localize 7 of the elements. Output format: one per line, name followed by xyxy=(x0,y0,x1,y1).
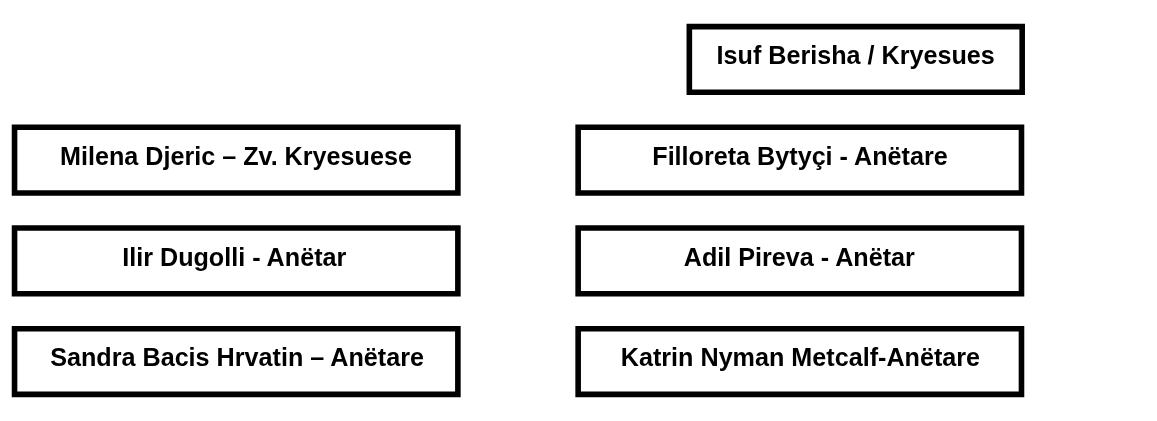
node-box: Sandra Bacis Hrvatin – Anëtare xyxy=(11,325,461,398)
node-box: Isuf Berisha / Kryesues xyxy=(686,23,1025,96)
node-box: Adil Pireva - Anëtar xyxy=(575,225,1025,297)
node-box: Milena Djeric – Zv. Kryesuese xyxy=(11,124,461,196)
node-box: Katrin Nyman Metcalf-Anëtare xyxy=(575,325,1025,398)
node-box: Ilir Dugolli - Anëtar xyxy=(11,225,461,297)
node-box: Filloreta Bytyçi - Anëtare xyxy=(575,124,1025,196)
